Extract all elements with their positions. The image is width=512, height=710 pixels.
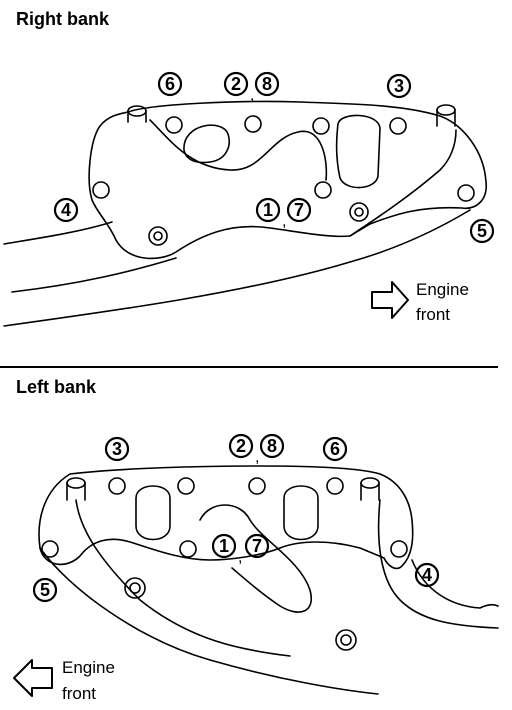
left-callout-comma-mid: ,	[238, 549, 242, 566]
right-bolt-6	[165, 116, 183, 134]
left-bolt-1-7	[179, 540, 197, 558]
left-bolt-6	[326, 477, 344, 495]
left-callout-comma-top: ,	[255, 449, 259, 466]
right-bolt-4	[92, 181, 110, 199]
right-pipe-mid	[11, 257, 177, 293]
left-pipe-inner	[75, 499, 291, 657]
right-front-label: front	[416, 305, 450, 324]
right-bank-title: Right bank	[16, 9, 109, 29]
left-bolt-2-8	[248, 477, 266, 495]
engine-front-arrow-right-icon	[371, 281, 409, 319]
svg-text:1: 1	[219, 536, 229, 556]
right-bolt-extra	[312, 117, 330, 135]
right-pipe-upper	[3, 221, 113, 245]
right-callout-8: 8	[254, 71, 280, 97]
right-callout-3: 3	[386, 73, 412, 99]
left-pipe-lower	[39, 547, 379, 695]
left-pipe-right-lower	[377, 499, 499, 629]
left-port-2	[283, 485, 319, 541]
right-callout-comma-mid: ,	[282, 213, 286, 230]
left-bank-title: Left bank	[16, 377, 97, 397]
left-pipe-right-upper	[411, 559, 499, 609]
svg-text:7: 7	[294, 200, 304, 220]
right-callout-4: 4	[53, 197, 79, 223]
right-port-1	[183, 124, 230, 164]
right-callout-1: 1	[255, 197, 281, 223]
right-callout-comma-top: ,	[250, 87, 254, 104]
left-boss-2-inner	[340, 634, 352, 646]
left-callout-7: 7	[244, 533, 270, 559]
right-inner-contour	[149, 119, 328, 181]
svg-text:3: 3	[394, 76, 404, 96]
svg-text:8: 8	[262, 74, 272, 94]
left-bolt-a	[177, 477, 195, 495]
right-engine-label: Engine	[416, 280, 469, 299]
left-callout-3: 3	[104, 436, 130, 462]
svg-text:5: 5	[477, 221, 487, 241]
left-flange-outline	[38, 465, 414, 570]
right-bolt-1-7	[314, 181, 332, 199]
right-pipe-lower	[3, 209, 471, 327]
left-bolt-4	[390, 540, 408, 558]
svg-text:3: 3	[112, 439, 122, 459]
right-boss-1-inner	[153, 231, 163, 241]
section-divider	[0, 366, 498, 368]
right-bolt-3	[389, 117, 407, 135]
left-callout-6: 6	[322, 436, 348, 462]
left-callout-4: 4	[414, 562, 440, 588]
svg-text:5: 5	[40, 580, 50, 600]
left-stud-left	[66, 477, 86, 489]
right-bolt-2-8	[244, 115, 262, 133]
svg-text:2: 2	[231, 74, 241, 94]
left-callout-5: 5	[32, 577, 58, 603]
right-stud-right	[436, 104, 456, 116]
left-boss-1	[124, 577, 146, 599]
left-stud-right	[360, 477, 380, 489]
svg-text:6: 6	[330, 439, 340, 459]
svg-text:8: 8	[267, 436, 277, 456]
right-callout-6: 6	[157, 71, 183, 97]
svg-text:4: 4	[422, 565, 432, 585]
left-callout-1: 1	[211, 533, 237, 559]
left-bank-manifold	[38, 465, 499, 695]
left-stud-right-sides	[360, 482, 380, 501]
right-bolt-5	[457, 184, 475, 202]
left-engine-label: Engine	[62, 658, 115, 677]
right-callout-2: 2	[223, 71, 249, 97]
right-boss-2	[349, 202, 369, 222]
left-bolt-5	[41, 540, 59, 558]
left-boss-2	[335, 629, 357, 651]
svg-text:4: 4	[61, 200, 71, 220]
left-stud-left-sides	[66, 482, 86, 501]
right-stud-right-sides	[436, 109, 456, 127]
svg-text:2: 2	[236, 436, 246, 456]
left-front-label: front	[62, 684, 96, 703]
svg-text:7: 7	[252, 536, 262, 556]
right-port-2	[335, 114, 381, 189]
svg-text:1: 1	[263, 200, 273, 220]
left-bolt-3	[108, 477, 126, 495]
left-boss-1-inner	[129, 582, 141, 594]
left-center-runner	[199, 504, 313, 613]
right-boss-1	[148, 226, 168, 246]
svg-text:6: 6	[165, 74, 175, 94]
right-pipe-riser	[349, 129, 457, 237]
right-boss-2-inner	[354, 207, 364, 217]
right-callout-7: 7	[286, 197, 312, 223]
engine-front-arrow-left-icon	[13, 659, 53, 697]
right-callout-5: 5	[469, 218, 495, 244]
right-stud-left-sides	[127, 110, 147, 123]
left-callout-2: 2	[228, 433, 254, 459]
left-port-1	[135, 485, 171, 541]
right-bank-manifold	[3, 100, 487, 327]
left-callout-8: 8	[259, 433, 285, 459]
